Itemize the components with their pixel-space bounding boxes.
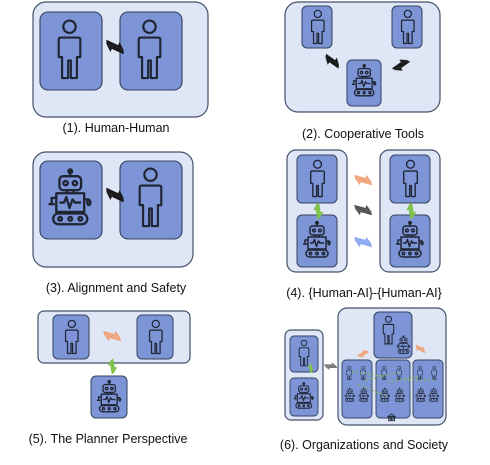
caption-planner-perspective: (5). The Planner Perspective	[29, 432, 188, 446]
bidirectional-arrow-icon	[324, 362, 338, 371]
group-connections	[351, 371, 434, 397]
human-box	[289, 335, 319, 373]
human-box	[119, 160, 183, 240]
panel-alignment-safety	[32, 151, 194, 268]
caption-organizations-society: (6). Organizations and Society	[280, 438, 449, 452]
human-box	[39, 11, 103, 91]
human-box	[136, 314, 174, 360]
bidirectional-arrow-icon	[352, 171, 375, 189]
bidirectional-arrow-icon	[352, 233, 375, 251]
caption-cooperative-tools: (2). Cooperative Tools	[302, 127, 424, 141]
human-box	[52, 314, 90, 360]
caption-human-human: (1). Human-Human	[63, 121, 170, 135]
panel-organizations-society	[284, 307, 447, 426]
bidirectional-arrow-icon	[352, 201, 375, 219]
caption-alignment-safety: (3). Alignment and Safety	[46, 281, 187, 295]
panel-human-ai-human-ai	[286, 149, 441, 273]
caption-human-ai-human-ai: (4). {Human-AI}-{Human-AI}	[286, 286, 442, 300]
group-box	[375, 359, 411, 419]
robot-box	[289, 377, 319, 417]
human-box	[296, 154, 338, 204]
human-box	[391, 5, 423, 49]
human-box	[301, 5, 333, 49]
panel-planner-perspective	[37, 310, 191, 419]
group-box	[412, 359, 444, 419]
group-box	[341, 359, 373, 419]
society-icon	[386, 413, 397, 422]
panel-cooperative-tools	[284, 1, 441, 113]
human-box	[389, 154, 431, 204]
panel-human-human	[32, 1, 209, 118]
